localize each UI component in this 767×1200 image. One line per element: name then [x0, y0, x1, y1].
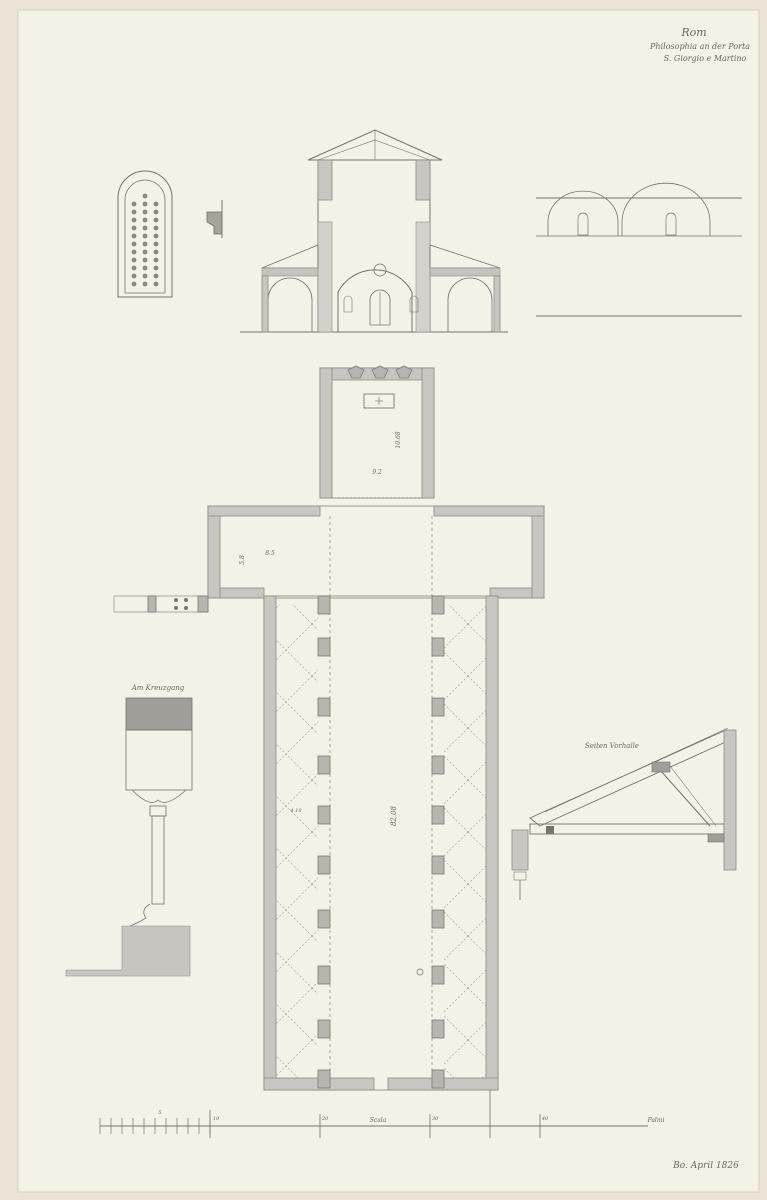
pier [317, 595, 331, 615]
pier [317, 855, 331, 875]
grille-dot [153, 281, 159, 287]
scale-label-20: 20 [321, 1116, 329, 1122]
pier [431, 855, 445, 875]
grille-dot [153, 217, 159, 223]
grille-dot [153, 233, 159, 239]
side-elevation [536, 182, 742, 317]
grille-dot [142, 193, 148, 199]
pier [431, 1069, 445, 1089]
scale-label-10: 10 [213, 1116, 220, 1122]
grille-dot [153, 241, 159, 247]
grille-dot [142, 217, 148, 223]
grille-dot [153, 209, 159, 215]
dim-apse-width: 9.2 [372, 469, 382, 476]
grille-dot [131, 241, 137, 247]
window-grille [131, 193, 159, 287]
grille-dot [142, 241, 148, 247]
scale-label-40: 40 [541, 1116, 549, 1122]
signature: Bo. April 1826 [672, 1161, 739, 1171]
grille-dot [131, 225, 137, 231]
dim-apse-depth: 10.68 [395, 431, 402, 448]
grille-dot [142, 249, 148, 255]
dim-nave-length: 82.08 [390, 805, 398, 826]
bracket-detail [206, 200, 223, 238]
grille-dot [131, 209, 137, 215]
scale-label-30: 30 [432, 1116, 439, 1122]
grille-dot [142, 225, 148, 231]
grille-dot [153, 273, 159, 279]
grille-dot [131, 217, 137, 223]
grille-dot [153, 257, 159, 263]
pier [431, 755, 445, 775]
pier [431, 1019, 445, 1039]
inscription: Rom Philosophia an der Porta S. Giorgio … [649, 26, 750, 63]
dim-aisle-width: 4.10 [289, 808, 302, 814]
pier [317, 755, 331, 775]
pier [431, 965, 445, 985]
grille-dot [142, 273, 148, 279]
pier [317, 805, 331, 825]
pier [431, 805, 445, 825]
grille-dot [131, 257, 137, 263]
inscription-line1: Rom [680, 26, 706, 39]
pier [317, 697, 331, 717]
pier [317, 909, 331, 929]
pier [317, 1019, 331, 1039]
grille-dot [142, 281, 148, 287]
label-capital: Am Kreuzgang [131, 684, 185, 692]
label-truss: Seiten Vorhalle [585, 742, 639, 750]
roof-truss-detail: Seiten Vorhalle [511, 727, 737, 900]
church-cross-section [240, 129, 508, 333]
grille-dot [142, 257, 148, 263]
grille-dot [153, 225, 159, 231]
grille-dot [142, 209, 148, 215]
dim-transept-width: 8.5 [265, 550, 275, 557]
column-detail: Am Kreuzgang [65, 684, 193, 977]
grille-dot [131, 201, 137, 207]
pier [431, 595, 445, 615]
floor-plan: 9.2 10.68 8.5 5.8 4.10 82.08 [113, 365, 545, 1091]
scale-bar: 5 10 20 30 40 Scala Palmi [99, 1090, 665, 1138]
inscription-line3: S. Giorgio e Martino [664, 54, 747, 63]
grille-dot [142, 201, 148, 207]
scale-unit: Palmi [647, 1117, 665, 1124]
pier [317, 637, 331, 657]
nave-piers [317, 595, 445, 1089]
grille-dot [131, 281, 137, 287]
grille-dot [131, 233, 137, 239]
pier [431, 909, 445, 929]
pier [431, 637, 445, 657]
grille-dot [131, 249, 137, 255]
scale-label-5: 5 [158, 1110, 161, 1116]
grille-dot [142, 265, 148, 271]
scale-minor-ticks [99, 1118, 211, 1134]
grille-dot [153, 265, 159, 271]
pier [317, 1069, 331, 1089]
scale-caption: Scala [370, 1117, 387, 1124]
grille-dot [131, 265, 137, 271]
grille-dot [142, 233, 148, 239]
grille-dot [131, 273, 137, 279]
pier [317, 965, 331, 985]
grille-dot [153, 249, 159, 255]
inscription-line2: Philosophia an der Porta [649, 42, 750, 51]
pier [431, 697, 445, 717]
dim-transept-depth: 5.8 [239, 555, 246, 565]
paper [17, 9, 760, 1193]
grille-dot [153, 201, 159, 207]
window-detail [117, 170, 173, 298]
